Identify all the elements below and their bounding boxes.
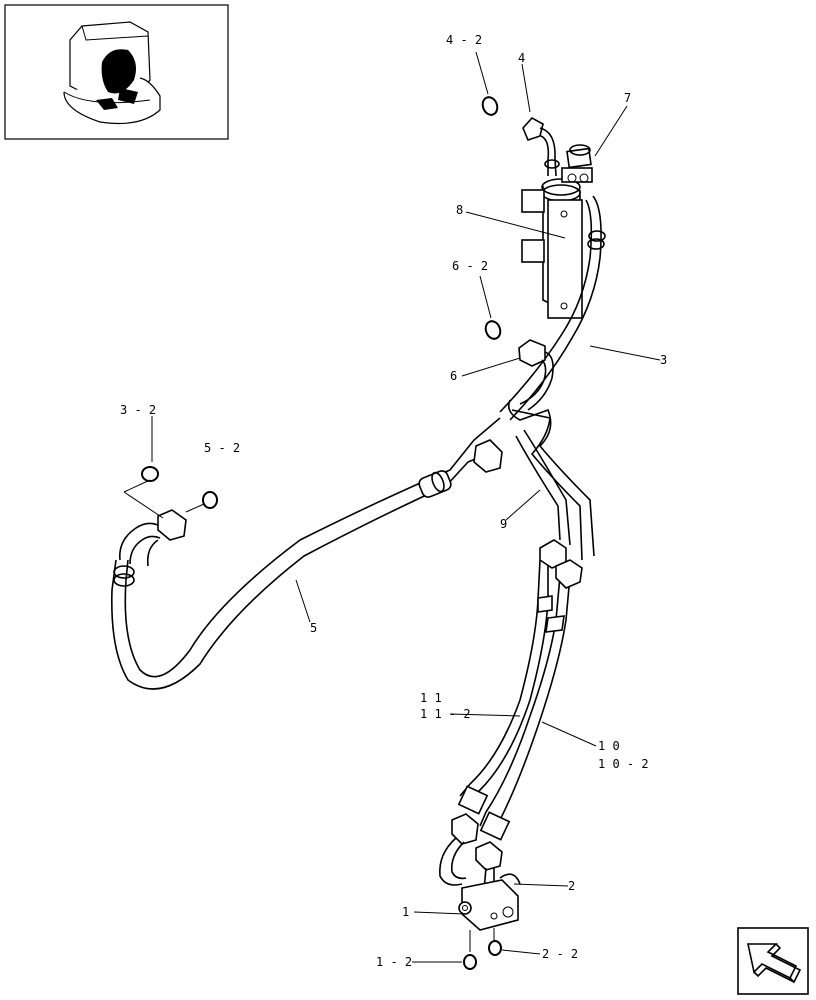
callout-4-2: 4 - 2 bbox=[446, 33, 482, 47]
callout-10-2: 1 0 - 2 bbox=[598, 757, 649, 771]
callout-6-2: 6 - 2 bbox=[452, 259, 488, 273]
callout-1: 1 bbox=[402, 905, 409, 919]
receiver-drier bbox=[521, 116, 593, 319]
callout-4: 4 bbox=[518, 51, 525, 65]
tube-9 bbox=[507, 399, 595, 561]
manifold-block bbox=[458, 873, 521, 952]
fitting-6 bbox=[518, 339, 554, 411]
callout-2: 2 bbox=[568, 879, 575, 893]
callout-11-2: 1 1 - 2 bbox=[420, 707, 471, 721]
hose-5 bbox=[111, 417, 503, 690]
o-ring-3-2 bbox=[141, 466, 159, 482]
o-ring-1-2 bbox=[463, 954, 477, 970]
callout-6: 6 bbox=[450, 369, 457, 383]
callout-labels: 4 - 2 4 7 8 6 - 2 3 6 3 - 2 5 - 2 9 5 1 … bbox=[120, 33, 667, 969]
callout-7: 7 bbox=[624, 91, 631, 105]
callout-5: 5 bbox=[310, 621, 317, 635]
o-ring-2-2 bbox=[488, 940, 502, 956]
callout-2-2: 2 - 2 bbox=[542, 947, 578, 961]
leader-lines bbox=[123, 51, 661, 963]
machine-cab-thumbnail-icon bbox=[4, 4, 229, 140]
callout-5-2: 5 - 2 bbox=[204, 441, 240, 455]
callout-8: 8 bbox=[456, 203, 463, 217]
callout-1-2: 1 - 2 bbox=[376, 955, 412, 969]
o-ring-4-2 bbox=[481, 96, 499, 116]
callout-9: 9 bbox=[500, 517, 507, 531]
callout-10: 1 0 bbox=[598, 739, 620, 753]
o-ring-6-2 bbox=[484, 320, 502, 340]
next-page-arrow-icon[interactable] bbox=[737, 927, 809, 995]
callout-3-2: 3 - 2 bbox=[120, 403, 156, 417]
o-ring-5-2 bbox=[202, 491, 218, 509]
hoses-10-11 bbox=[439, 539, 583, 891]
callout-3: 3 bbox=[660, 353, 667, 367]
callout-11: 1 1 bbox=[420, 691, 442, 705]
hose-3 bbox=[499, 195, 606, 421]
